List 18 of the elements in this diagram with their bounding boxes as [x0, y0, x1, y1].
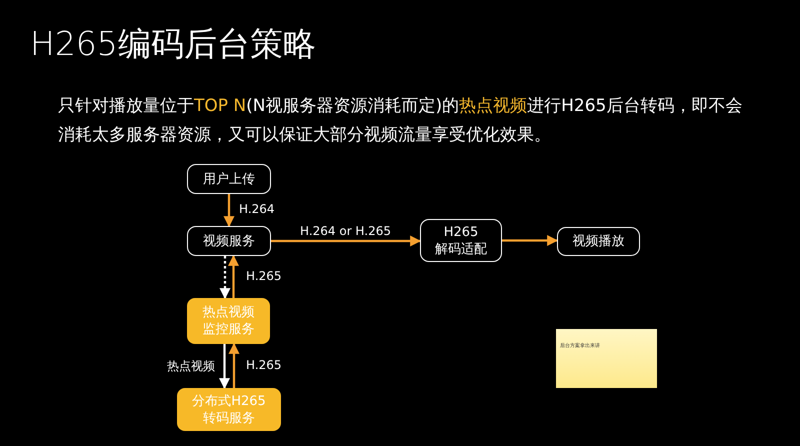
highlight-box: 分布式H265转码服务: [177, 388, 281, 431]
process-box: 视频播放: [557, 227, 640, 256]
process-box: H265 解码适配: [420, 219, 502, 262]
description-paragraph: 只针对播放量位于TOP N(N视服务器资源消耗而定)的热点视频进行H265后台转码，即不会消耗太多服务器资源，又可以保证大部分视频流量享受优化效果。: [58, 95, 744, 147]
edge-label: H.264 or H.265: [298, 224, 393, 238]
arrow: [224, 194, 234, 228]
arrow: [228, 342, 240, 388]
arrow: [228, 254, 239, 298]
title: H265编码后台策略: [30, 23, 316, 65]
edge-label: H.264: [237, 202, 277, 216]
edge-label: 热点视频: [165, 358, 217, 375]
arrow: [271, 236, 422, 246]
upload-box: 用户上传: [187, 164, 271, 194]
arrow: [219, 344, 230, 390]
service-box: 视频服务: [187, 226, 271, 256]
arrow: [502, 235, 558, 246]
arrow: [220, 256, 230, 300]
highlight-box: 热点视频监控服务: [187, 298, 270, 344]
